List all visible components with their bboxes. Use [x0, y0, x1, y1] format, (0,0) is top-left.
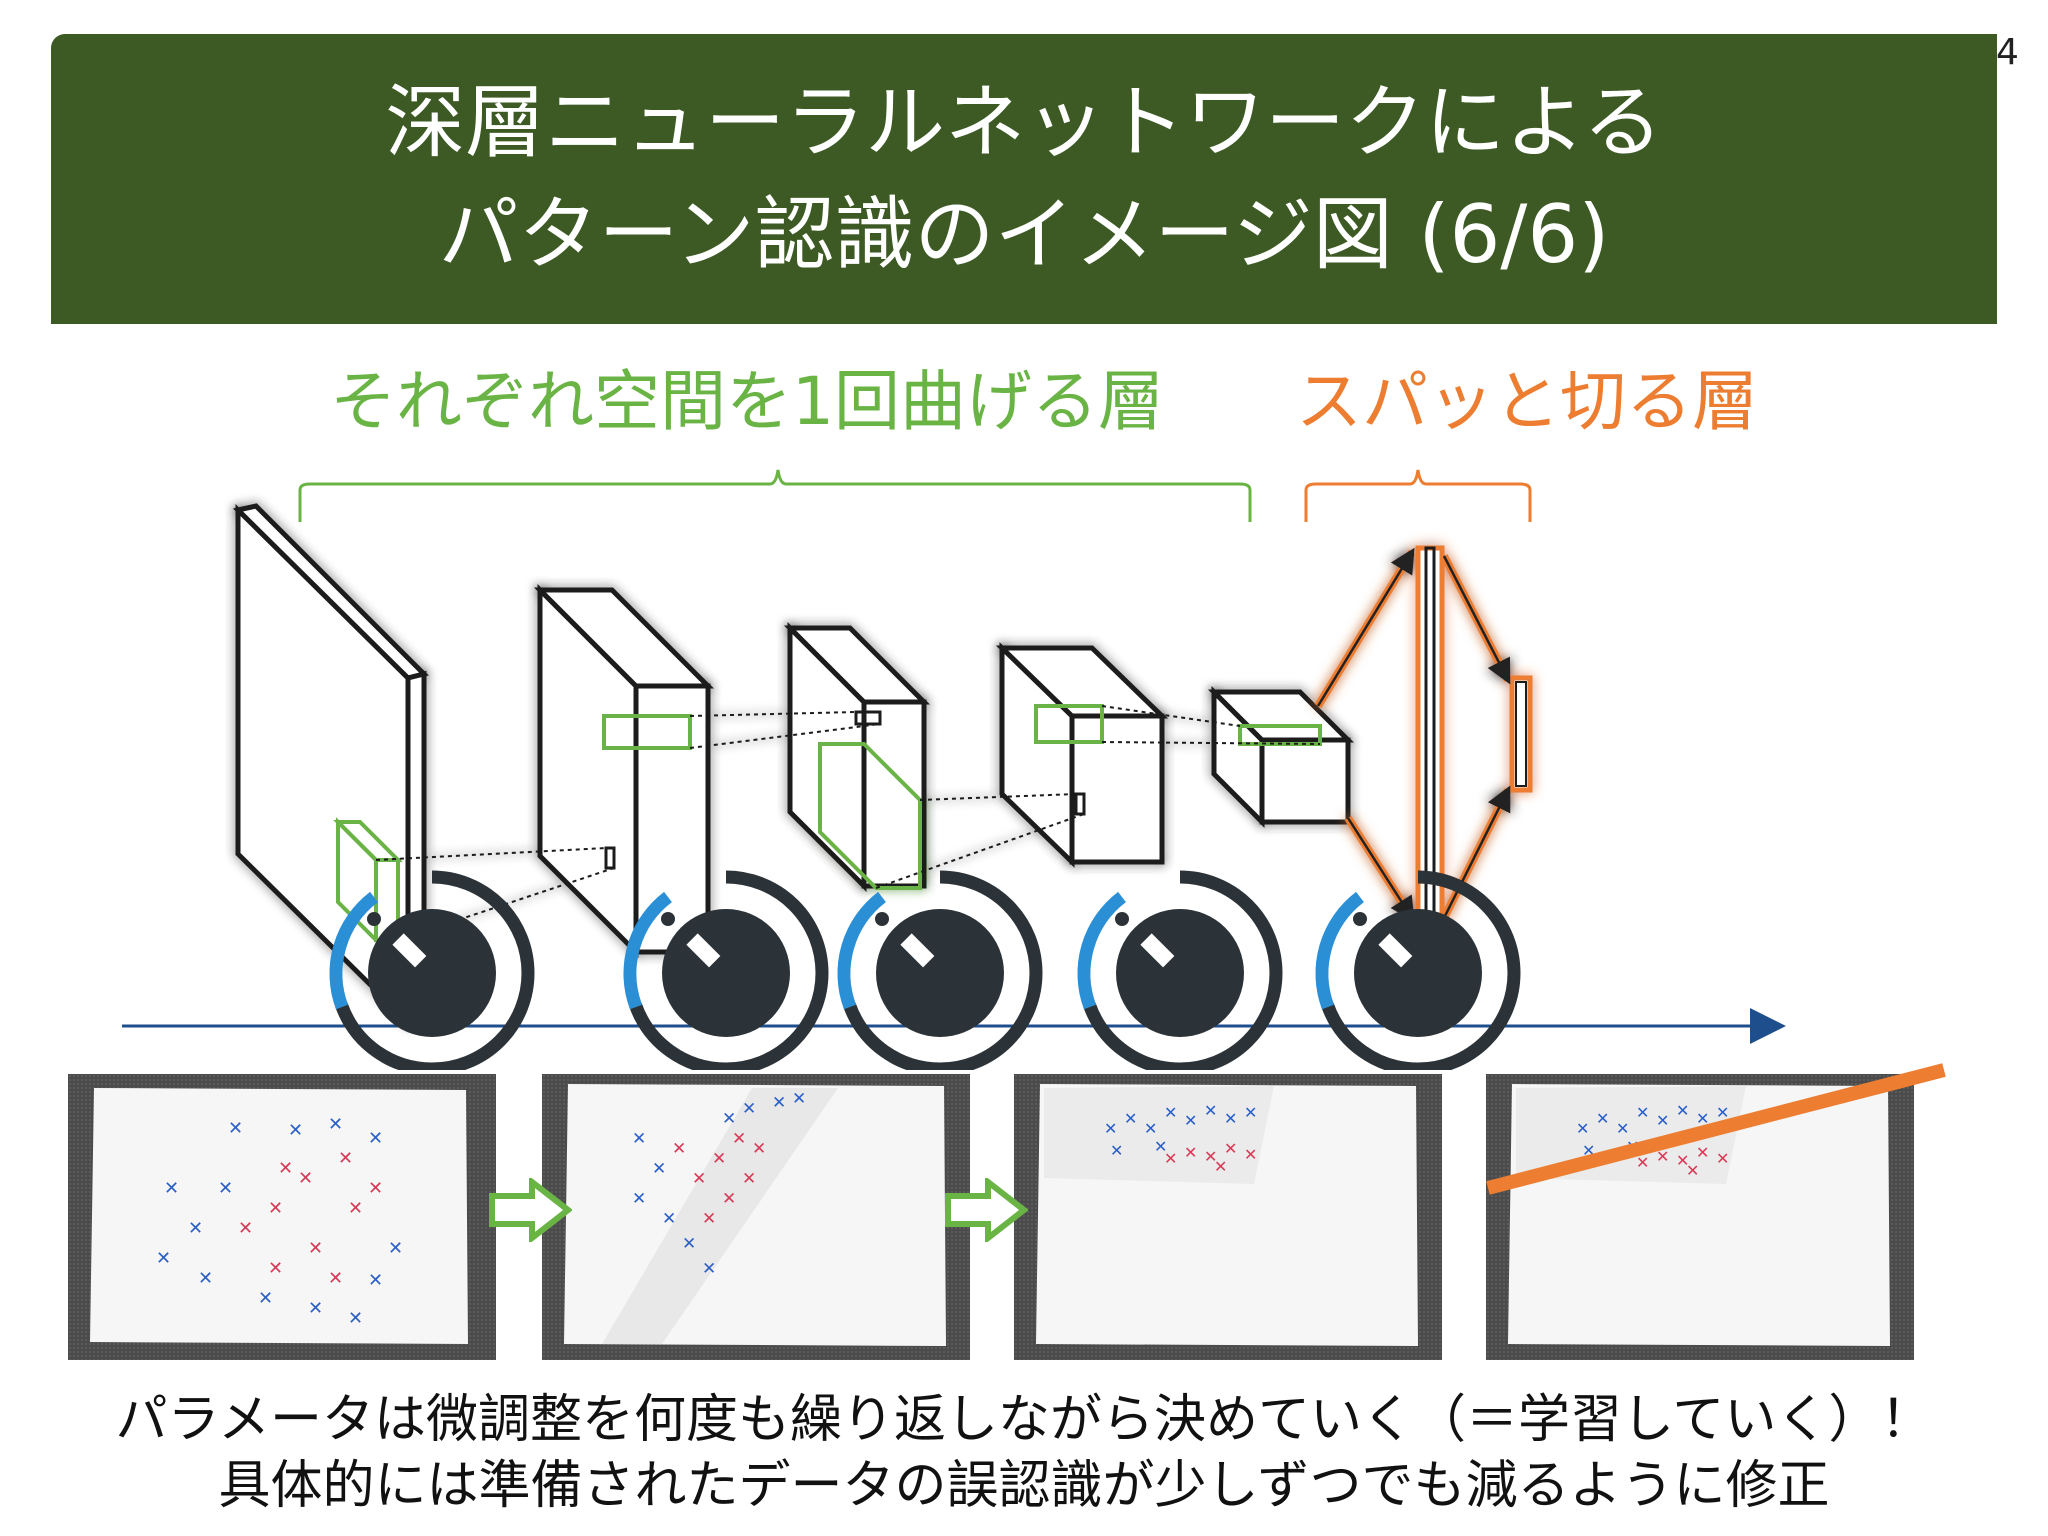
svg-text:✕: ✕: [742, 1099, 756, 1119]
orange-brace: [1304, 469, 1532, 522]
volume-knob-icon[interactable]: [1315, 870, 1521, 1070]
paper-photo-4: ✕✕ ✕✕ ✕✕ ✕✕ ✕✕ ✕✕ ✕✕ ✕✕: [1486, 1074, 1914, 1360]
svg-text:✕: ✕: [1224, 1109, 1237, 1128]
svg-text:✕: ✕: [258, 1288, 273, 1309]
svg-text:✕: ✕: [164, 1178, 179, 1199]
svg-text:✕: ✕: [308, 1298, 323, 1319]
svg-text:✕: ✕: [308, 1238, 323, 1259]
svg-text:✕: ✕: [1124, 1109, 1137, 1128]
svg-text:✕: ✕: [732, 1129, 746, 1149]
bend-layers-label: それぞれ空間を1回曲げる層: [330, 363, 1164, 440]
svg-text:✕: ✕: [1214, 1157, 1227, 1176]
svg-text:✕: ✕: [1636, 1153, 1649, 1172]
green-brace: [298, 469, 1252, 522]
svg-text:✕: ✕: [268, 1258, 283, 1279]
svg-text:✕: ✕: [268, 1198, 283, 1219]
svg-text:✕: ✕: [1224, 1139, 1237, 1158]
svg-text:✕: ✕: [1164, 1149, 1177, 1168]
svg-text:✕: ✕: [1616, 1119, 1629, 1138]
paper-photo-2: ✕✕ ✕✕ ✕✕ ✕✕ ✕✕ ✕✕ ✕✕ ✕✕ ✕✕: [542, 1074, 970, 1360]
svg-text:✕: ✕: [712, 1149, 726, 1169]
paper-photo-1: ✕✕ ✕✕ ✕✕ ✕✕ ✕✕ ✕✕ ✕✕ ✕✕ ✕✕ ✕✕ ✕✕ ✕✕: [68, 1074, 496, 1360]
svg-text:✕: ✕: [328, 1268, 343, 1289]
paper-photo-3: ✕✕ ✕✕ ✕✕ ✕✕ ✕✕ ✕✕ ✕✕ ✕✕: [1014, 1074, 1442, 1360]
svg-text:✕: ✕: [368, 1178, 383, 1199]
receptive-field-3: [818, 742, 922, 890]
svg-text:✕: ✕: [368, 1128, 383, 1149]
svg-text:✕: ✕: [1244, 1145, 1257, 1164]
arrow-right-icon: [945, 1178, 1028, 1242]
layer-3: [783, 621, 931, 893]
volume-knob-icon[interactable]: [329, 870, 535, 1070]
svg-text:✕: ✕: [1596, 1109, 1609, 1128]
svg-text:✕: ✕: [632, 1129, 646, 1149]
svg-text:✕: ✕: [1104, 1119, 1117, 1138]
svg-text:✕: ✕: [702, 1209, 716, 1229]
volume-knob-icon[interactable]: [1077, 870, 1283, 1070]
layer-4: [995, 642, 1169, 868]
svg-text:✕: ✕: [1676, 1101, 1689, 1120]
svg-text:✕: ✕: [218, 1178, 233, 1199]
svg-text:✕: ✕: [1656, 1111, 1669, 1130]
svg-text:✕: ✕: [388, 1238, 403, 1259]
svg-text:✕: ✕: [772, 1093, 786, 1113]
caption-line-2: 具体的には準備されたデータの誤認識が少しずつでも減るように修正: [218, 1456, 1830, 1516]
svg-text:✕: ✕: [1716, 1103, 1729, 1122]
svg-text:✕: ✕: [328, 1114, 343, 1135]
svg-text:✕: ✕: [1576, 1119, 1589, 1138]
svg-text:✕: ✕: [682, 1234, 696, 1254]
svg-text:✕: ✕: [1110, 1141, 1123, 1160]
svg-text:✕: ✕: [1716, 1149, 1729, 1168]
svg-text:✕: ✕: [1184, 1111, 1197, 1130]
svg-text:✕: ✕: [368, 1270, 383, 1291]
title-bar: 深層ニューラルネットワークによる パターン認識のイメージ図 (6/6): [51, 34, 1997, 324]
svg-text:✕: ✕: [742, 1169, 756, 1189]
svg-text:✕: ✕: [1164, 1103, 1177, 1122]
svg-text:✕: ✕: [238, 1218, 253, 1239]
svg-text:✕: ✕: [348, 1198, 363, 1219]
svg-text:✕: ✕: [1144, 1119, 1157, 1138]
svg-text:✕: ✕: [1244, 1103, 1257, 1122]
svg-text:✕: ✕: [792, 1089, 806, 1109]
svg-text:✕: ✕: [652, 1159, 666, 1179]
svg-text:✕: ✕: [198, 1268, 213, 1289]
title-line-1: 深層ニューラルネットワークによる: [385, 76, 1663, 169]
svg-text:✕: ✕: [278, 1158, 293, 1179]
svg-text:✕: ✕: [1686, 1161, 1699, 1180]
svg-text:✕: ✕: [1696, 1109, 1709, 1128]
svg-text:✕: ✕: [1154, 1137, 1167, 1156]
svg-text:✕: ✕: [722, 1189, 736, 1209]
svg-text:✕: ✕: [348, 1308, 363, 1329]
svg-text:✕: ✕: [662, 1209, 676, 1229]
title-line-2: パターン認識のイメージ図 (6/6): [438, 188, 1610, 281]
arrow-right-icon: [489, 1178, 572, 1242]
svg-text:✕: ✕: [288, 1120, 303, 1141]
svg-text:✕: ✕: [692, 1169, 706, 1189]
svg-text:✕: ✕: [752, 1139, 766, 1159]
svg-text:✕: ✕: [1696, 1143, 1709, 1162]
svg-text:✕: ✕: [1184, 1143, 1197, 1162]
svg-text:✕: ✕: [672, 1139, 686, 1159]
svg-text:✕: ✕: [338, 1148, 353, 1169]
svg-text:✕: ✕: [1204, 1147, 1217, 1166]
svg-text:✕: ✕: [1204, 1101, 1217, 1120]
svg-text:✕: ✕: [632, 1189, 646, 1209]
svg-text:✕: ✕: [1656, 1147, 1669, 1166]
svg-text:✕: ✕: [722, 1109, 736, 1129]
conv-layers: [232, 503, 1355, 1028]
svg-text:✕: ✕: [228, 1118, 243, 1139]
svg-text:✕: ✕: [1676, 1151, 1689, 1170]
cut-layer-label: スパッと切る層: [1296, 363, 1758, 440]
svg-text:✕: ✕: [702, 1259, 716, 1279]
volume-knob-icon[interactable]: [623, 870, 829, 1070]
svg-text:✕: ✕: [298, 1168, 313, 1189]
svg-text:✕: ✕: [156, 1248, 171, 1269]
svg-text:✕: ✕: [1636, 1103, 1649, 1122]
svg-text:✕: ✕: [188, 1218, 203, 1239]
volume-knob-icon[interactable]: [837, 870, 1043, 1070]
caption-line-1: パラメータは微調整を何度も繰り返しながら決めていく（＝学習していく）！: [115, 1390, 1933, 1450]
network-diagram: [122, 469, 1786, 1070]
cut-layer: [1314, 545, 1533, 925]
